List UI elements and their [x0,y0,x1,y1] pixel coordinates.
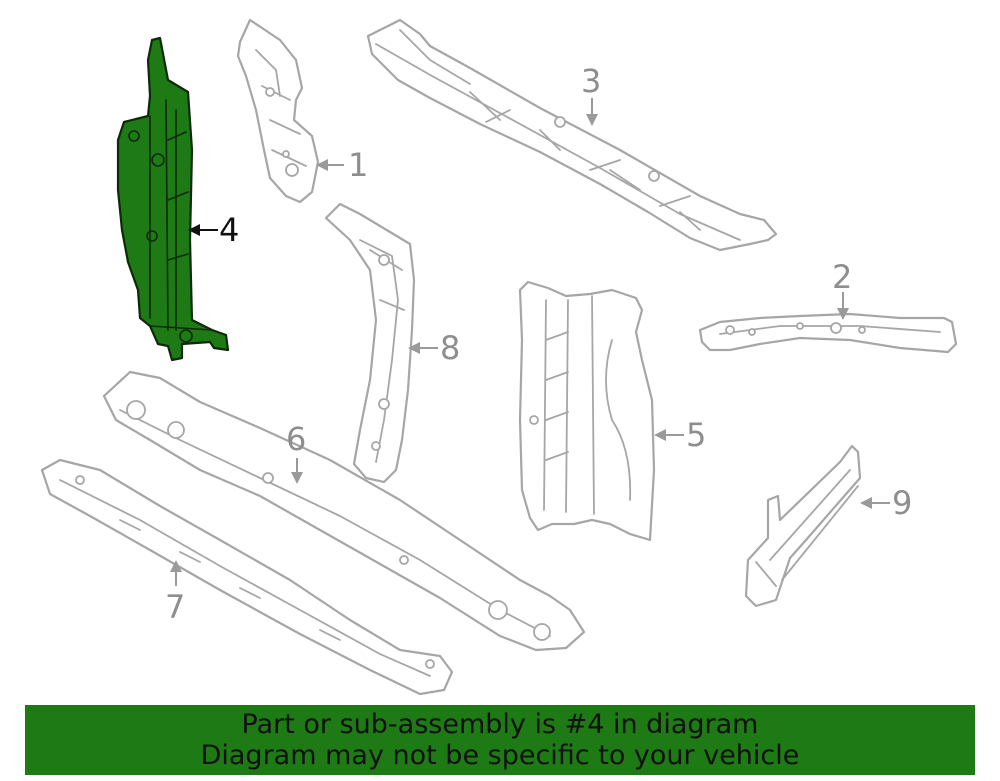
callout-7: 7 [165,560,185,626]
parts-diagram: 1 2 3 4 5 6 7 8 9 [40,18,958,696]
callout-3-label: 3 [581,62,601,100]
callout-8: 8 [408,329,460,367]
callout-5-label: 5 [686,416,706,454]
banner-line-2: Diagram may not be specific to your vehi… [200,740,800,771]
callout-3: 3 [581,62,601,126]
callout-8-label: 8 [440,329,460,367]
banner-line-1: Part or sub-assembly is #4 in diagram [241,709,759,740]
part-8-side-member[interactable] [324,202,416,484]
part-1-bracket[interactable] [236,18,320,204]
part-9-duct[interactable] [744,444,862,608]
part-7-lower-support[interactable] [40,458,454,696]
part-3-upper-tie-bar[interactable] [366,18,778,252]
callout-4-label: 4 [219,211,239,249]
part-4-support[interactable] [116,36,230,362]
callout-1: 1 [316,146,368,184]
callout-9: 9 [860,484,912,522]
callout-6: 6 [286,420,306,484]
part-2-reinforcement[interactable] [698,312,958,354]
callout-5: 5 [654,416,706,454]
part-5-side-support[interactable] [518,280,656,542]
callout-2: 2 [832,258,852,320]
callout-9-label: 9 [892,484,912,522]
callout-2-label: 2 [832,258,852,296]
part-6-lower-tie-bar[interactable] [102,370,586,652]
callout-6-label: 6 [286,420,306,458]
callout-4: 4 [188,211,239,249]
info-banner: Part or sub-assembly is #4 in diagram Di… [25,705,975,775]
callout-1-label: 1 [348,146,368,184]
callout-7-label: 7 [165,588,185,626]
